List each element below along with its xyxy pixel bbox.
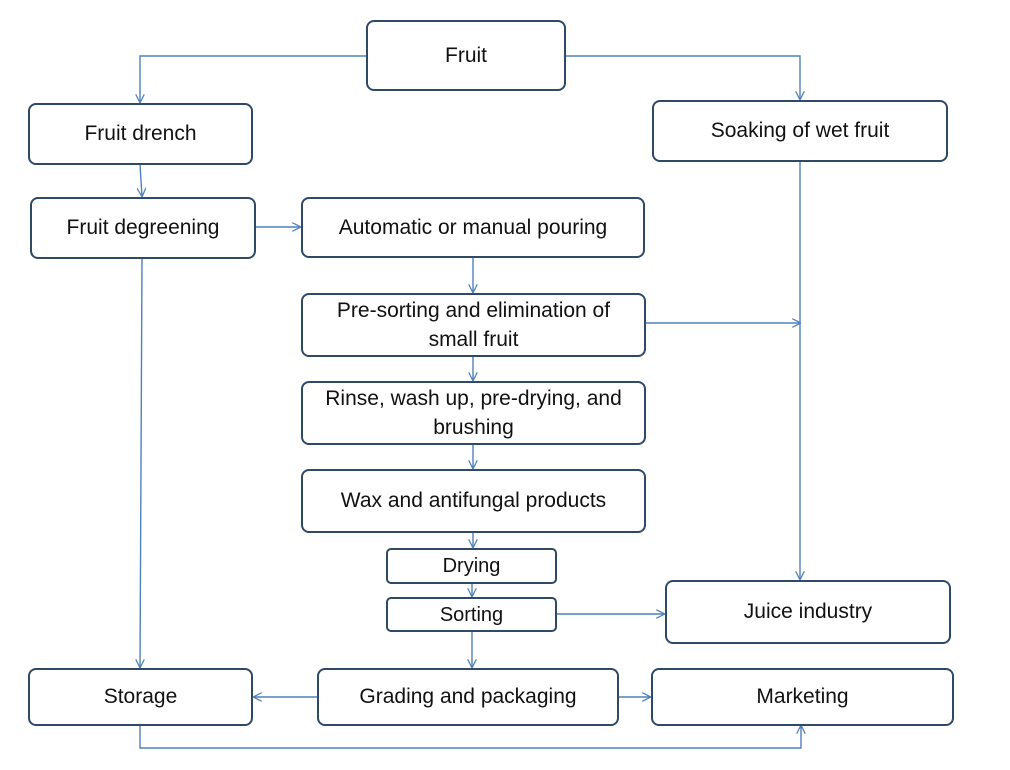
node-fruit-degreening: Fruit degreening (30, 197, 256, 259)
node-juice-industry: Juice industry (665, 580, 951, 644)
node-marketing: Marketing (651, 668, 954, 726)
node-grading-and-packaging: Grading and packaging (317, 668, 619, 726)
node-storage: Storage (28, 668, 253, 726)
edge-fruit-drench-to-degreening (140, 164, 142, 196)
node-wax-and-antifungal: Wax and antifungal products (301, 469, 646, 533)
node-rinse-wash-brushing: Rinse, wash up, pre-drying, and brushing (301, 381, 646, 445)
node-fruit: Fruit (366, 20, 566, 91)
edge-fruit-to-fruit-drench (140, 55, 366, 102)
edge-storage-to-marketing (139, 726, 801, 749)
edge-fruit-to-soaking (566, 55, 800, 99)
edge-degreening-to-storage (140, 258, 142, 667)
node-soaking-of-wet-fruit: Soaking of wet fruit (652, 100, 948, 162)
node-automatic-or-manual-pouring: Automatic or manual pouring (301, 197, 645, 258)
node-sorting: Sorting (386, 597, 557, 632)
node-drying: Drying (386, 548, 557, 584)
node-pre-sorting: Pre-sorting and elimination of small fru… (301, 293, 646, 357)
node-fruit-drench: Fruit drench (28, 103, 253, 165)
